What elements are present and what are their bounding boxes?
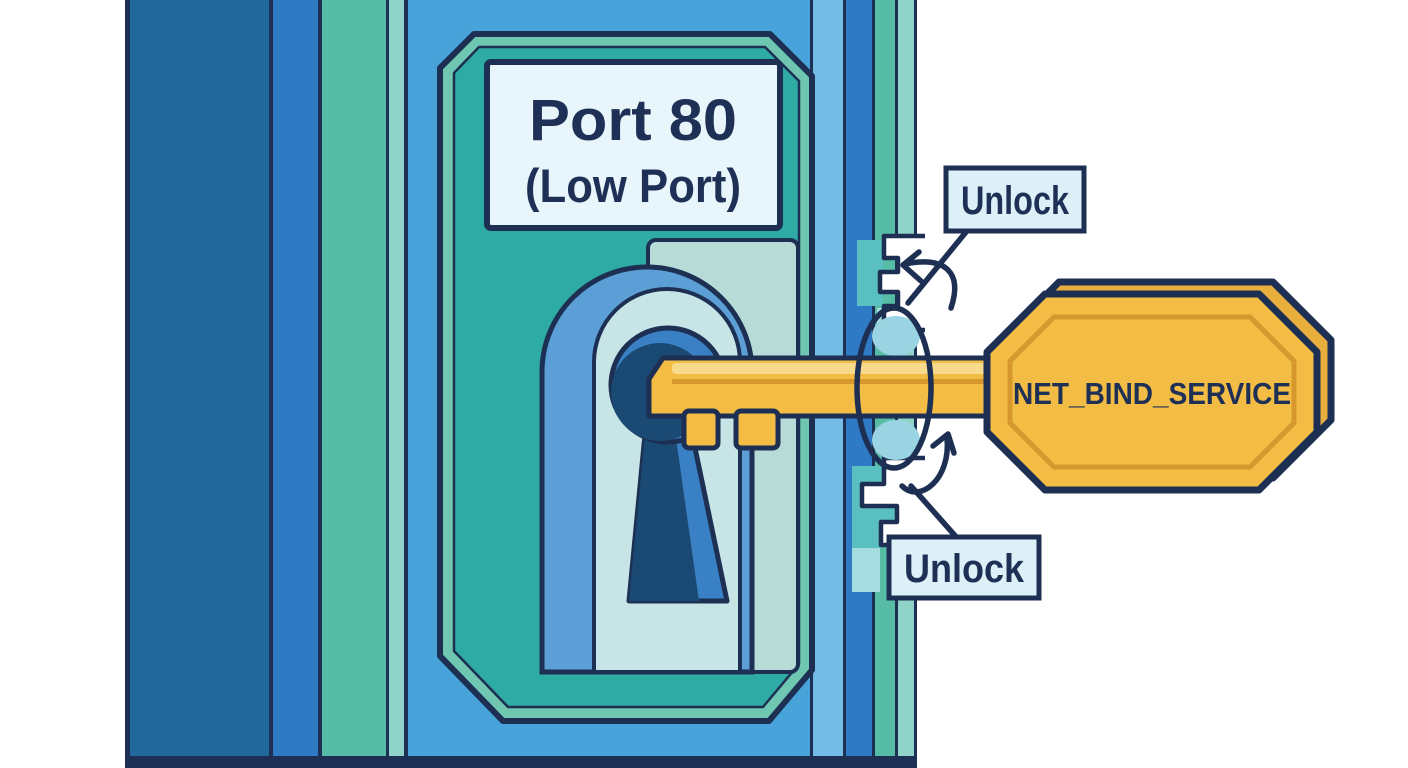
keyhole-stem [629,424,699,601]
rotation-ellipse [854,305,934,471]
cylinder-face-bottom [872,420,920,460]
key-bow-front [983,290,1321,494]
key-bow: NET_BIND_SERVICE [983,278,1335,494]
door-sign-title: Port 80 [529,88,737,153]
stripe-divider [386,0,389,756]
strike-notch-icon [859,455,925,548]
callout-pointer-bottom [908,483,961,542]
door-stripe-dark-blue [130,0,269,756]
callout-bottom-box [886,534,1042,601]
rotation-arrow-bottom-icon [899,435,951,495]
door-sign-panel [484,59,783,231]
rotation-arrow-top-icon [902,259,958,311]
door-bottom-rail [125,756,917,768]
door-sign-subtitle: (Low Port) [525,159,741,212]
stripe-divider [269,0,273,756]
cylinder-face-top [872,316,920,356]
callout-pointer-top [905,229,969,306]
stripe-divider [404,0,408,756]
rotation-arrow-bottom-head [930,431,957,456]
door-left-outline [125,0,130,756]
key-bow-inner-ring [1007,314,1297,470]
rotation-arrow-top-head [900,249,924,284]
callout-bottom: Unlock [886,534,1042,601]
door-stripe-blue [273,0,318,756]
door-stripe-teal [322,0,386,756]
door-stripe-pale-teal [389,0,404,756]
stripe-divider [318,0,322,756]
callout-bottom-label: Unlock [904,547,1025,591]
callout-top-box [943,165,1087,234]
callout-top: Unlock [943,165,1087,234]
key-tooth [733,408,781,451]
callout-top-label: Unlock [961,179,1070,223]
cylinder-patch-pale-bottom [852,548,880,592]
key-tooth [681,408,721,451]
annotations [899,229,969,542]
door-sign: Port 80 (Low Port) [484,59,783,231]
key-capability-label: NET_BIND_SERVICE [1013,376,1291,411]
